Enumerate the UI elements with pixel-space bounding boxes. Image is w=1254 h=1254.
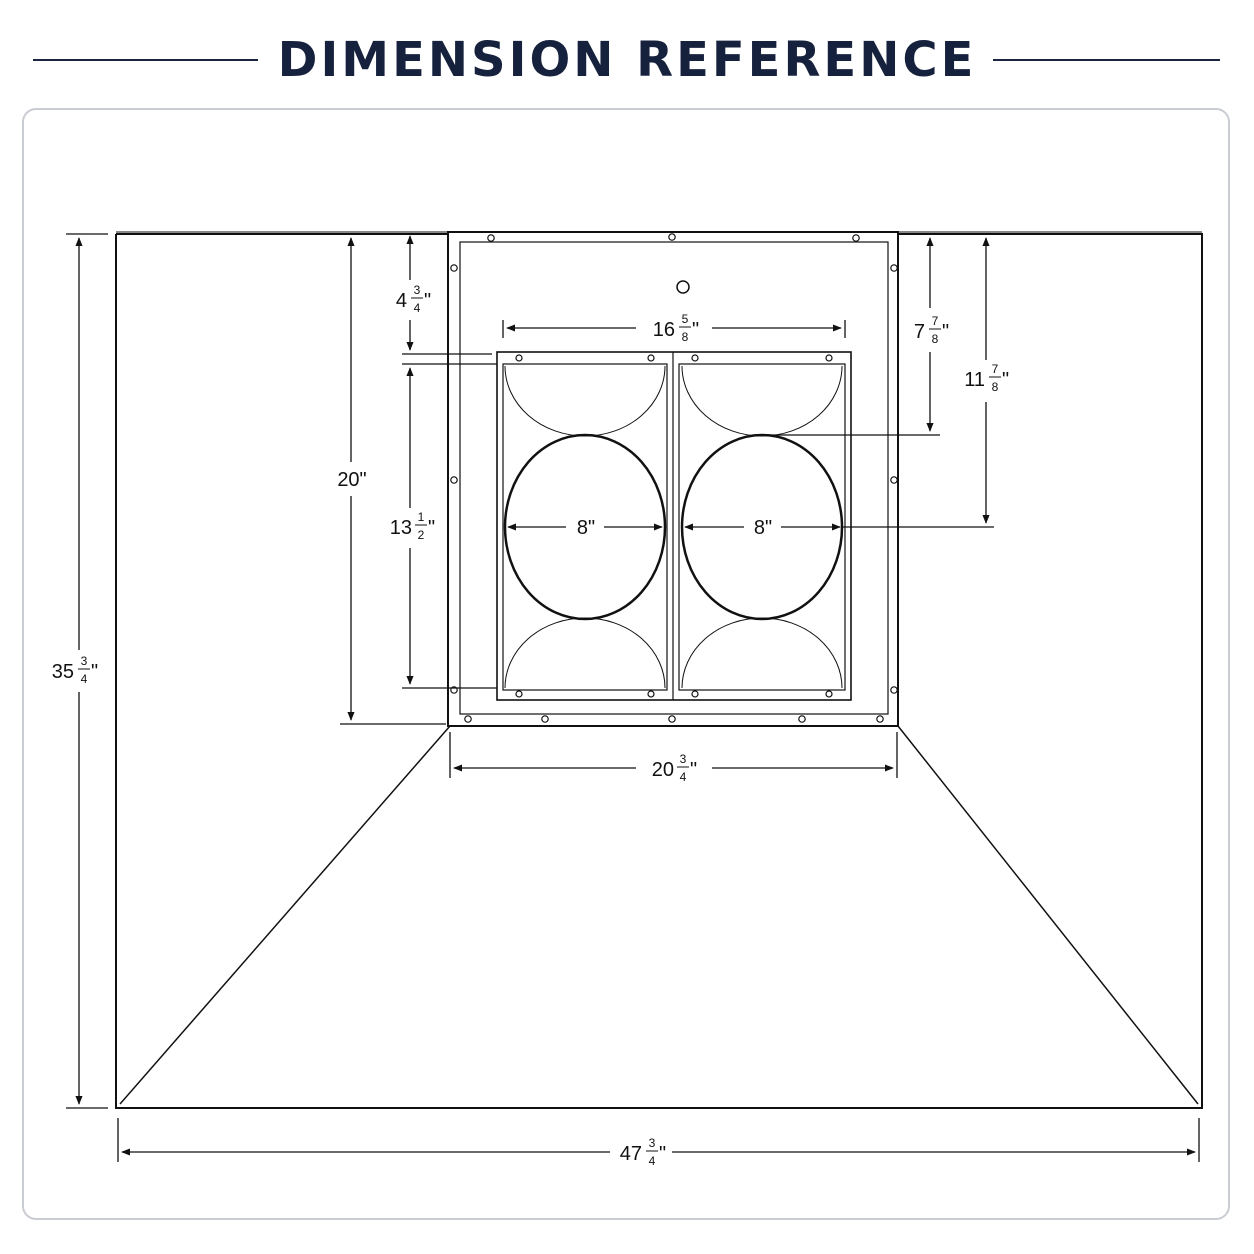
duct-right-bottom-arc bbox=[681, 617, 843, 689]
chimney-outer bbox=[447, 231, 899, 727]
screw-icon bbox=[541, 715, 549, 723]
dim-chimney-width-whole: 20 bbox=[652, 759, 674, 781]
inch-mark: " bbox=[1002, 369, 1009, 391]
screw-icon bbox=[890, 264, 898, 272]
hood-left-slope bbox=[119, 725, 451, 1105]
inch-mark: " bbox=[428, 517, 435, 539]
screw-icon bbox=[825, 354, 833, 362]
dim-duct-box-width-num: 5 bbox=[682, 312, 689, 326]
dim-duct-top-to-circle: 7 7 8 " bbox=[914, 314, 949, 346]
duct-left-circle bbox=[503, 433, 667, 621]
screw-icon bbox=[450, 476, 458, 484]
dim-top-offset-den: 4 bbox=[414, 301, 421, 315]
dim-duct-box-height: 13 1 2 " bbox=[390, 510, 435, 542]
dim-duct-top-to-circle-whole: 7 bbox=[914, 321, 925, 343]
dim-duct-box-height-num: 1 bbox=[418, 510, 425, 524]
dim-duct-left-dia: 8" bbox=[577, 517, 595, 539]
dim-overall-width-whole: 47 bbox=[620, 1143, 642, 1165]
title-rule-left bbox=[33, 59, 258, 61]
screw-icon bbox=[876, 715, 884, 723]
dim-duct-box-width-whole: 16 bbox=[653, 319, 675, 341]
dimension-lines bbox=[66, 233, 1200, 1162]
dim-chimney-width-num: 3 bbox=[680, 752, 687, 766]
dim-top-to-duct-center-whole: 11 bbox=[964, 369, 985, 391]
dim-overall-width: 47 3 4 " bbox=[620, 1136, 666, 1168]
duct-screws bbox=[515, 354, 833, 698]
dim-top-offset: 4 3 4 " bbox=[396, 283, 431, 315]
dim-overall-width-num: 3 bbox=[649, 1136, 656, 1150]
dim-overall-height-num: 3 bbox=[81, 654, 88, 668]
dim-duct-right-dia: 8" bbox=[754, 517, 772, 539]
dim-overall-width-den: 4 bbox=[649, 1154, 656, 1168]
screw-icon bbox=[890, 686, 898, 694]
duct-right-top-arc bbox=[681, 365, 843, 437]
dim-overall-height-whole: 35 bbox=[52, 661, 74, 683]
screw-icon bbox=[691, 690, 699, 698]
duct-box-outer bbox=[496, 351, 852, 701]
dim-overall-height-den: 4 bbox=[81, 672, 88, 686]
screw-icon bbox=[852, 234, 860, 242]
dim-chimney-width: 20 3 4 " bbox=[652, 752, 697, 784]
dim-duct-top-to-circle-den: 8 bbox=[932, 332, 939, 346]
title-rule-right bbox=[993, 59, 1220, 61]
dim-duct-top-to-circle-num: 7 bbox=[932, 314, 939, 328]
duct-box bbox=[496, 351, 852, 701]
dim-top-to-duct-center: 11 7 8 " bbox=[964, 362, 1009, 394]
duct-panel-left bbox=[502, 363, 668, 691]
screw-icon bbox=[464, 715, 472, 723]
inch-mark: " bbox=[659, 1143, 666, 1165]
screw-icon bbox=[798, 715, 806, 723]
screw-icon bbox=[890, 476, 898, 484]
dim-top-to-duct-center-num: 7 bbox=[992, 362, 999, 376]
chimney bbox=[447, 231, 899, 727]
screw-icon bbox=[647, 690, 655, 698]
dim-chimney-height: 20" bbox=[337, 469, 366, 491]
screw-icon bbox=[515, 690, 523, 698]
dim-top-offset-whole: 4 bbox=[396, 290, 407, 312]
screw-icon bbox=[647, 354, 655, 362]
dim-duct-box-width-den: 8 bbox=[682, 330, 689, 344]
dim-duct-box-height-den: 2 bbox=[418, 528, 425, 542]
dim-chimney-width-den: 4 bbox=[680, 770, 687, 784]
dim-duct-box-height-whole: 13 bbox=[390, 517, 412, 539]
dim-overall-height: 35 3 4 " bbox=[52, 654, 98, 686]
header: DIMENSION REFERENCE bbox=[0, 0, 1254, 110]
duct-left-bottom-arc bbox=[504, 617, 666, 689]
hood-right-slope bbox=[897, 725, 1199, 1105]
inch-mark: " bbox=[690, 759, 697, 781]
screw-icon bbox=[515, 354, 523, 362]
hood-body-outline bbox=[115, 233, 1203, 1109]
inch-mark: " bbox=[942, 321, 949, 343]
dimension-labels: 35 3 4 " 47 3 4 " 20" 20 3 4 " 4 3 4 " bbox=[52, 283, 1009, 1168]
chimney-hole bbox=[676, 280, 690, 294]
page-title: DIMENSION REFERENCE bbox=[277, 32, 977, 88]
dim-top-offset-num: 3 bbox=[414, 283, 421, 297]
screw-icon bbox=[450, 264, 458, 272]
inch-mark: " bbox=[692, 319, 699, 341]
hood-outline bbox=[115, 231, 1203, 1109]
screw-icon bbox=[691, 354, 699, 362]
screw-icon bbox=[668, 233, 676, 241]
duct-left-top-arc bbox=[504, 365, 666, 437]
chimney-inner bbox=[459, 241, 889, 715]
dim-top-to-duct-center-den: 8 bbox=[992, 380, 999, 394]
inch-mark: " bbox=[424, 290, 431, 312]
screw-icon bbox=[668, 715, 676, 723]
drawing-panel bbox=[22, 108, 1230, 1220]
screw-icon bbox=[825, 690, 833, 698]
screw-icon bbox=[487, 234, 495, 242]
dim-duct-box-width: 16 5 8 " bbox=[653, 312, 699, 344]
inch-mark: " bbox=[91, 661, 98, 683]
